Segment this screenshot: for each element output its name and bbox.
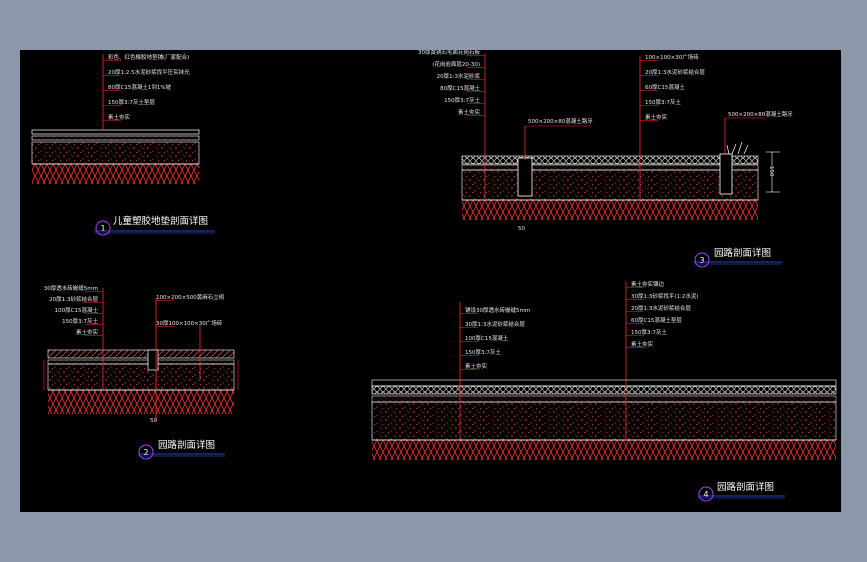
compacted-soil — [32, 164, 199, 184]
note-text: 100厚C15混凝土 — [465, 334, 509, 342]
note-text: 80厚C15混凝土1到1%坡 — [108, 83, 172, 91]
detail-1-title: 儿童塑胶地垫剖面详图 — [113, 215, 208, 227]
detail-3-side-dim: 150 — [768, 166, 774, 177]
note-text: 30厚1:3水泥砂浆结合层 — [465, 320, 525, 328]
detail-3-notes-right: 100×100×30广场砖 20厚1:3水泥砂浆结合层 60厚C15混凝土 150厚3… — [640, 53, 705, 121]
detail-3-dim: 50 — [518, 226, 525, 232]
note-text: 素土夯实 — [458, 108, 481, 116]
note-text: 20厚1:3水泥砂浆结合层 — [645, 68, 705, 76]
detail-4-notes-right: 素土夯实镶边 30厚1:3砂浆找平(1:2水泥) 20厚1:3水泥砂浆结合层 60厚C… — [626, 280, 699, 348]
note-text: 素土夯实 — [631, 340, 654, 348]
detail-3-garden-path-with-curbs: 150 30厚黄锈石毛面花岗石板 (花岗岩面层20-30) 20厚1:3水泥砂浆 80… — [418, 48, 793, 268]
detail-2-title: 园路剖面详图 — [158, 439, 215, 451]
cad-drawing-canvas: 彩色、红色橡胶地垫铺(厂家配合) 20厚1:2.5水泥砂浆找平压实抹光 80厚C15… — [20, 48, 841, 512]
detail-2-notes: 30厚透水砖嵌缝5mm 20厚1:3砂浆结合层 100厚C15混凝土 150厚3:7灰… — [44, 284, 103, 336]
grass-symbol — [726, 141, 749, 155]
note-text: 30厚100×100×30广场砖 — [156, 319, 223, 327]
detail-3-curb-label-left: 500×200×80混凝土路牙 — [528, 117, 593, 125]
compacted-soil — [462, 200, 758, 220]
detail-1-bubble — [95, 220, 111, 236]
note-text: 100×200×500黄麻石立砌 — [156, 293, 225, 301]
note-text: 60厚C15混凝土垫层 — [631, 316, 682, 324]
detail-1-notes: 彩色、红色橡胶地垫铺(厂家配合) 20厚1:2.5水泥砂浆找平压实抹光 80厚C15… — [103, 53, 190, 121]
note-text: (花岗岩面层20-30) — [432, 60, 480, 68]
note-text: 素土夯实镶边 — [631, 280, 665, 288]
note-text: 60厚C15混凝土 — [645, 83, 685, 91]
note-text: 150厚3:7灰土 — [631, 328, 667, 336]
edge-curb — [147, 349, 159, 371]
right-curb — [719, 153, 733, 195]
note-text: 150厚3:7灰土 — [444, 96, 480, 104]
detail-4-title: 园路剖面详图 — [717, 481, 774, 493]
detail-3-notes: 30厚黄锈石毛面花岗石板 (花岗岩面层20-30) 20厚1:3水泥砂浆 80厚C15… — [418, 48, 485, 116]
compacted-soil — [48, 390, 234, 414]
note-text: 素土夯实 — [645, 113, 668, 121]
paver-layer — [47, 349, 235, 359]
detail-1-childrens-rubber-mat: 彩色、红色橡胶地垫铺(厂家配合) 20厚1:2.5水泥砂浆找平压实抹光 80厚C15… — [31, 53, 215, 236]
note-text: 20厚1:3水泥砂浆结合层 — [631, 304, 691, 312]
compacted-soil — [372, 440, 836, 460]
detail-2-number: 2 — [143, 448, 148, 457]
detail-3-bubble — [694, 252, 710, 268]
mortar-bed — [47, 359, 235, 365]
detail-4-garden-path-wide: 铺设30厚透水砖嵌缝5mm 30厚1:3水泥砂浆结合层 100厚C15混凝土 150厚… — [371, 280, 837, 502]
note-text: 30厚1:3砂浆找平(1:2水泥) — [631, 292, 699, 300]
top-edge-layer — [371, 379, 837, 387]
detail-1-number: 1 — [100, 224, 105, 233]
detail-2-notes-right: 100×200×500黄麻石立砌 30厚100×100×30广场砖 — [156, 293, 225, 327]
left-curb — [517, 157, 533, 197]
detail-3-number: 3 — [699, 256, 704, 265]
note-text: 150厚3:7灰土 — [465, 348, 501, 356]
note-text: 150厚3:7灰土 — [645, 98, 681, 106]
note-text: 100厚C15混凝土 — [55, 306, 99, 314]
note-text: 素土夯实 — [76, 328, 99, 336]
concrete-base — [461, 169, 759, 201]
note-text: 30厚黄锈石毛面花岗石板 — [418, 50, 480, 56]
mortar-layer — [31, 135, 200, 141]
detail-2-bubble — [138, 444, 154, 460]
note-text: 铺设30厚透水砖嵌缝5mm — [465, 306, 530, 314]
detail-2-dim: 50 — [150, 418, 157, 424]
cad-drawing-svg: 彩色、红色橡胶地垫铺(厂家配合) 20厚1:2.5水泥砂浆找平压实抹光 80厚C15… — [31, 48, 837, 502]
mortar-bed — [461, 164, 759, 171]
note-text: 30厚透水砖嵌缝5mm — [44, 284, 98, 292]
note-text: 彩色、红色橡胶地垫铺(厂家配合) — [108, 53, 189, 61]
detail-4-bubble — [698, 486, 714, 502]
detail-2-garden-path: 30厚透水砖嵌缝5mm 20厚1:3砂浆结合层 100厚C15混凝土 150厚3:7灰… — [43, 284, 239, 460]
note-text: 100×100×30广场砖 — [645, 53, 699, 61]
note-text: 20厚1:2.5水泥砂浆找平压实抹光 — [108, 68, 190, 76]
paver-layer — [371, 385, 837, 395]
note-text: 20厚1:3砂浆结合层 — [49, 295, 98, 303]
note-text: 20厚1:3水泥砂浆 — [437, 72, 481, 80]
detail-3-curb-label-right: 500×200×80混凝土路牙 — [728, 110, 793, 118]
note-text: 150厚3:7灰土垫层 — [108, 98, 155, 106]
concrete-base — [371, 401, 837, 441]
note-text: 素土夯实 — [465, 362, 488, 370]
mortar-bed — [371, 395, 837, 403]
detail-4-number: 4 — [703, 490, 708, 499]
note-text: 80厚C15混凝土 — [440, 84, 480, 92]
rubber-mat-layer — [31, 129, 200, 135]
paver-layer — [461, 155, 759, 165]
note-text: 150厚3:7灰土 — [62, 317, 98, 325]
note-text: 素土夯实 — [108, 113, 131, 121]
concrete-base — [47, 363, 235, 391]
detail-3-title: 园路剖面详图 — [714, 247, 771, 259]
detail-4-notes: 铺设30厚透水砖嵌缝5mm 30厚1:3水泥砂浆结合层 100厚C15混凝土 150厚… — [460, 306, 530, 370]
concrete-layer — [31, 141, 200, 165]
